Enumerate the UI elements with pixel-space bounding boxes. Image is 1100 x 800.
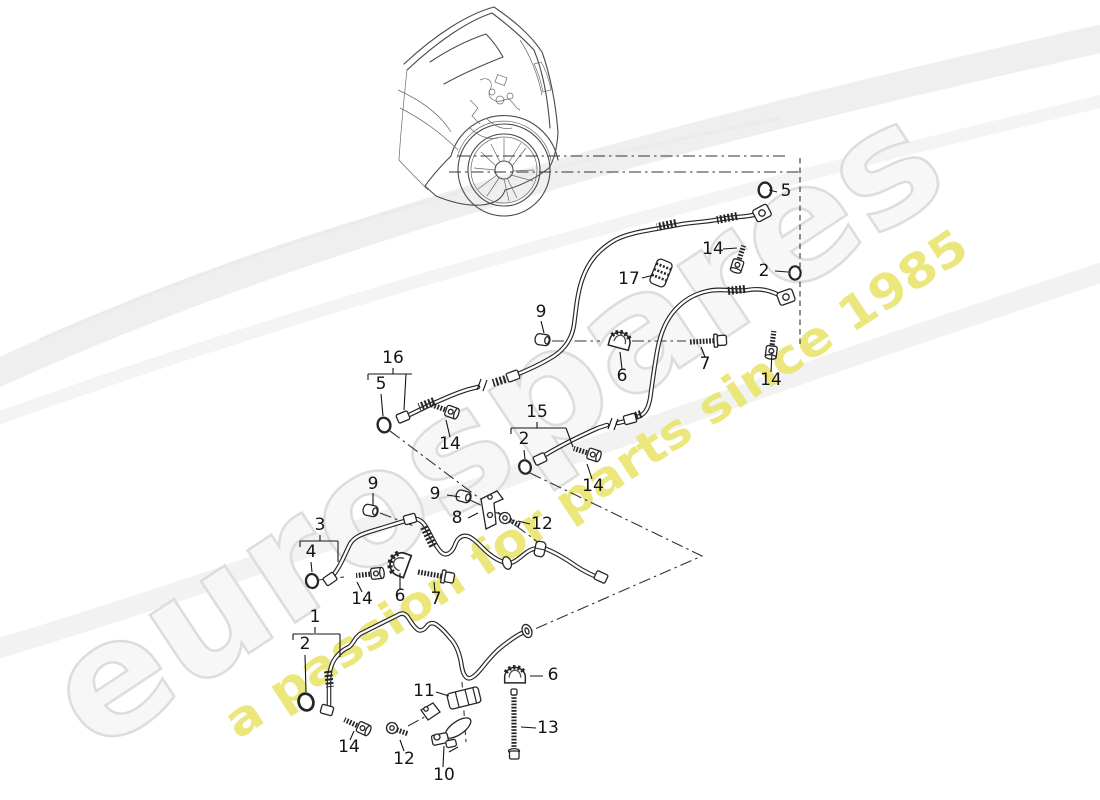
callout-7-22: 7 [431,589,442,609]
callout-11-28: 11 [413,681,435,701]
callout-9-14: 9 [368,474,379,494]
stud-bolt-13-part [507,688,521,760]
bottom-pipe-assembly [324,614,527,707]
callout-6-29: 6 [548,665,559,685]
callout-14-20: 14 [351,589,373,609]
callout-12-17: 12 [531,514,553,534]
callout-6-21: 6 [395,586,406,606]
callout-1-23: 1 [310,607,321,627]
callout-12-26: 12 [393,749,415,769]
bracket-assembly-10-part [420,702,472,753]
callout-2-3: 2 [759,261,770,281]
mount-bracket-8-part [480,490,505,530]
callout-6-5: 6 [617,366,628,386]
callout-14-7: 14 [760,370,782,390]
car-rear-quarter-illustration [397,6,559,217]
wheel [457,123,551,217]
watermark-brand-text: eurospares [14,65,974,787]
callout-17-2: 17 [618,269,640,289]
parts-layer [294,181,802,760]
hose-assembly-16 [405,214,758,417]
callout-9-15: 9 [430,484,441,504]
callout-14-13: 14 [582,476,604,496]
callout-8-16: 8 [452,508,463,528]
callout-2-12: 2 [519,429,530,449]
pipe-grommet-part [521,623,533,639]
hose-clamp-17-part [649,258,673,288]
background-swoosh [0,24,1100,659]
callout-16-8: 16 [382,348,404,368]
callout-13-30: 13 [537,718,559,738]
ac-unit-detail [469,74,521,139]
callout-3-18: 3 [315,515,326,535]
callout-4-19: 4 [306,542,317,562]
callout-9-4: 9 [536,302,547,322]
callout-5-0: 5 [781,181,792,201]
callout-15-11: 15 [526,402,548,422]
callout-7-6: 7 [700,354,711,374]
callout-14-25: 14 [338,737,360,757]
pipe-grommet-part [501,556,513,570]
callout-14-1: 14 [702,239,724,259]
pipe-clip-part [533,540,547,558]
callout-5-9: 5 [376,374,387,394]
callout-2-24: 2 [300,634,311,654]
callout-14-10: 14 [439,434,461,454]
line-holder-11-part [446,686,482,710]
callout-10-27: 10 [433,765,455,785]
watermark: eurospares a passion for parts since 198… [13,63,978,788]
leader-lines [292,189,789,768]
